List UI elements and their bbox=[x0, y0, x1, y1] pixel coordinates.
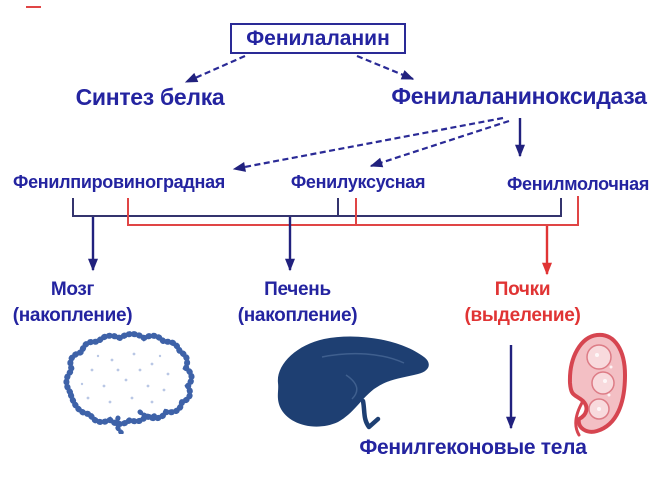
brain-name: Мозг bbox=[50, 279, 95, 300]
liver-note: (накопление) bbox=[237, 304, 358, 326]
brain-label: Мозг (накопление) bbox=[10, 277, 135, 328]
phenylacetic-label: Фенилуксусная bbox=[290, 172, 426, 192]
liver-image bbox=[277, 336, 429, 430]
brain-image bbox=[63, 331, 195, 434]
protein-synthesis-label: Синтез белка bbox=[75, 84, 225, 110]
arrow-oxidase-to-phenylacetic bbox=[369, 119, 510, 168]
ketone-bodies-label: Фенилгеконовые тела bbox=[359, 436, 587, 459]
arrow-title-to-oxidase bbox=[356, 54, 415, 81]
arrow-title-to-synthesis bbox=[184, 54, 246, 84]
phenyllactic-label: Фенилмолочная bbox=[506, 174, 650, 194]
arrow-oxidase-to-phenylpyruvic bbox=[232, 116, 504, 172]
liver-name: Печень bbox=[264, 279, 331, 300]
phenylpyruvic-label: Фенилпировиноградная bbox=[13, 172, 225, 192]
title-box: Фенилаланин bbox=[230, 23, 406, 54]
kidney-image bbox=[567, 332, 627, 437]
kidney-name: Почки bbox=[494, 279, 551, 300]
liver-label: Печень (накопление) bbox=[230, 277, 365, 328]
oxidase-label: Фенилаланиноксидаза bbox=[391, 83, 647, 109]
title-text: Фенилаланин bbox=[246, 26, 390, 50]
red-bracket bbox=[127, 196, 579, 226]
blue-bracket bbox=[72, 198, 562, 217]
kidney-label: Почки (выделение) bbox=[455, 277, 590, 328]
kidney-note: (выделение) bbox=[464, 304, 581, 326]
brain-note: (накопление) bbox=[12, 304, 133, 326]
